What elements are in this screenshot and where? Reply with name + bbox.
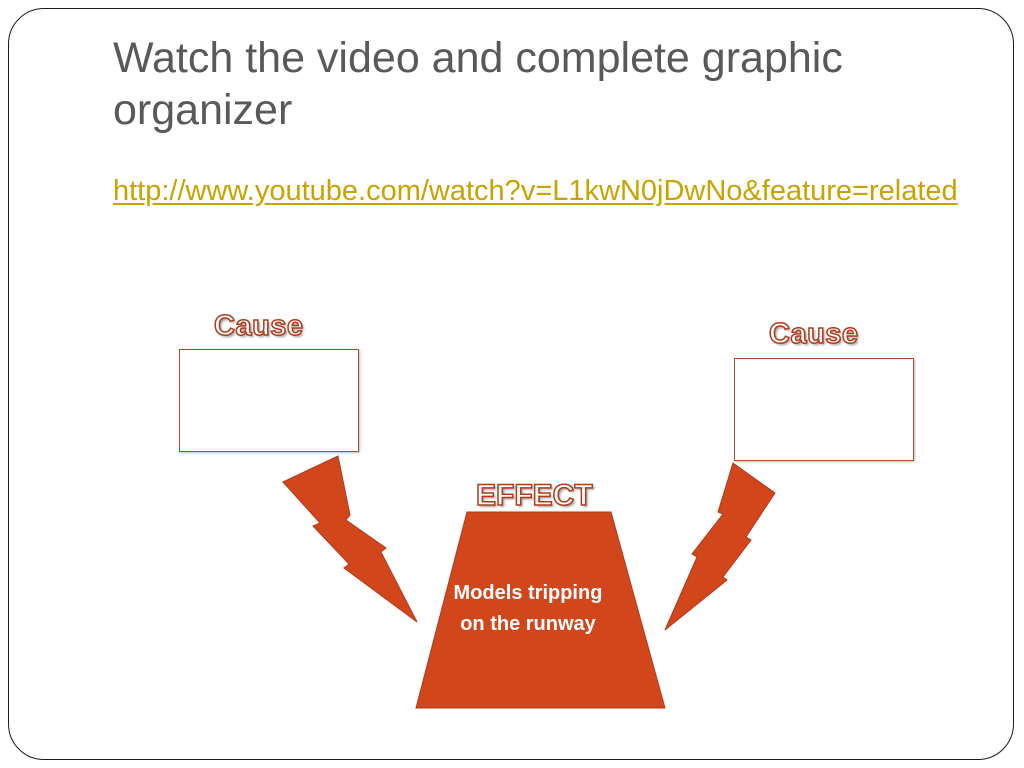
left-lightning-bolt-icon <box>282 455 418 623</box>
video-link[interactable]: http://www.youtube.com/watch?v=L1kwN0jDw… <box>113 175 958 207</box>
effect-text: Models tripping on the runway <box>453 582 603 635</box>
slide-title: Watch the video and complete graphic org… <box>113 34 843 134</box>
cause-box-left[interactable] <box>179 349 359 452</box>
cause-label-left: Cause <box>213 309 304 343</box>
effect-trapezoid <box>415 511 666 709</box>
cause-label-right: Cause <box>768 317 859 351</box>
right-lightning-bolt-icon <box>664 462 776 631</box>
cause-box-right[interactable] <box>734 358 914 461</box>
effect-label: EFFECT <box>475 479 593 513</box>
